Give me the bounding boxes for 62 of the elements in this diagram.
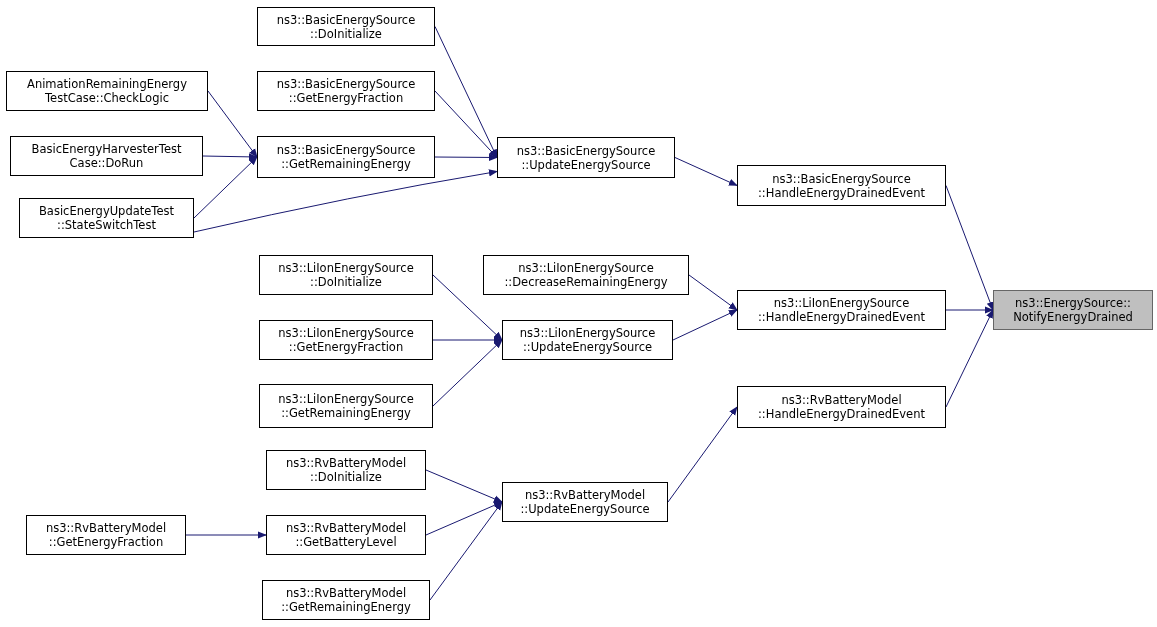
function-box [262, 580, 430, 620]
function-name: ns3::RvBatteryModel ::DoInitialize [285, 456, 407, 484]
function-name: ns3::BasicEnergySource ::GetRemainingEnergy [276, 143, 416, 171]
function-box [10, 136, 203, 176]
arrow [432, 339, 503, 407]
function-name: ns3::EnergySource:: NotifyEnergyDrained [1013, 296, 1133, 324]
function-name: BasicEnergyHarvesterTest Case::DoRun [31, 142, 182, 170]
function-box [502, 482, 668, 522]
function-name: ns3::LiIonEnergySource ::DecreaseRemainingEnergy [504, 261, 668, 289]
function-box [19, 198, 194, 238]
arrow [193, 156, 258, 219]
function-name: ns3::RvBatteryModel ::GetEnergyFraction [45, 521, 167, 549]
function-box [259, 255, 433, 295]
function-name: ns3::LiIonEnergySource ::GetEnergyFraction [278, 326, 414, 354]
arrow [207, 90, 258, 158]
function-box [257, 7, 435, 46]
function-box [259, 384, 433, 428]
function-box [266, 515, 426, 555]
function-box [737, 386, 946, 428]
arrow [945, 185, 994, 311]
function-box [737, 165, 946, 206]
arrow [432, 336, 503, 344]
function-name: ns3::RvBatteryModel ::HandleEnergyDrainedEvent [758, 393, 925, 421]
function-name: ns3::LiIonEnergySource ::HandleEnergyDrainedEvent [758, 296, 925, 324]
arrow [945, 306, 994, 314]
function-name: ns3::LiIonEnergySource ::GetRemainingEnergy [278, 392, 414, 420]
function-box [257, 71, 435, 111]
arrow [432, 274, 503, 341]
function-name: ns3::RvBatteryModel ::UpdateEnergySource [520, 488, 650, 516]
arrow [434, 153, 498, 162]
function-box [502, 320, 673, 360]
function-box [26, 515, 186, 555]
function-name: ns3::BasicEnergySource ::DoInitialize [276, 12, 416, 41]
function-box [259, 320, 433, 360]
function-name: ns3::LiIonEnergySource ::UpdateEnergySource [519, 326, 656, 354]
function-name: AnimationRemainingEnergy TestCase::CheckLogic [27, 77, 187, 105]
arrow [672, 309, 738, 341]
arrow [425, 469, 503, 503]
function-box [483, 255, 689, 295]
arrow [674, 157, 738, 186]
function-name: ns3::BasicEnergySource ::GetEnergyFraction [276, 77, 416, 105]
arrow [434, 90, 498, 159]
function-box [257, 136, 435, 178]
arrow [425, 501, 503, 536]
function-name: ns3::BasicEnergySource ::HandleEnergyDrainedEvent [758, 171, 925, 200]
arrow [193, 169, 498, 233]
function-name: BasicEnergyUpdateTest ::StateSwitchTest [39, 204, 174, 232]
arrow [429, 501, 503, 601]
arrow [688, 274, 738, 311]
highlighted-function-box [993, 290, 1153, 330]
arrow [667, 406, 738, 503]
function-box [737, 290, 946, 330]
function-box [6, 71, 208, 111]
function-name: ns3::LiIonEnergySource ::DoInitialize [278, 261, 414, 289]
function-box [497, 137, 675, 178]
arrow [945, 309, 994, 408]
function-name: ns3::BasicEnergySource ::UpdateEnergySource [516, 143, 656, 172]
function-name: ns3::RvBatteryModel ::GetBatteryLevel [285, 521, 407, 549]
arrow [202, 153, 258, 161]
arrow [185, 531, 267, 539]
function-name: ns3::RvBatteryModel ::GetRemainingEnergy [281, 586, 411, 614]
function-box [266, 450, 426, 490]
